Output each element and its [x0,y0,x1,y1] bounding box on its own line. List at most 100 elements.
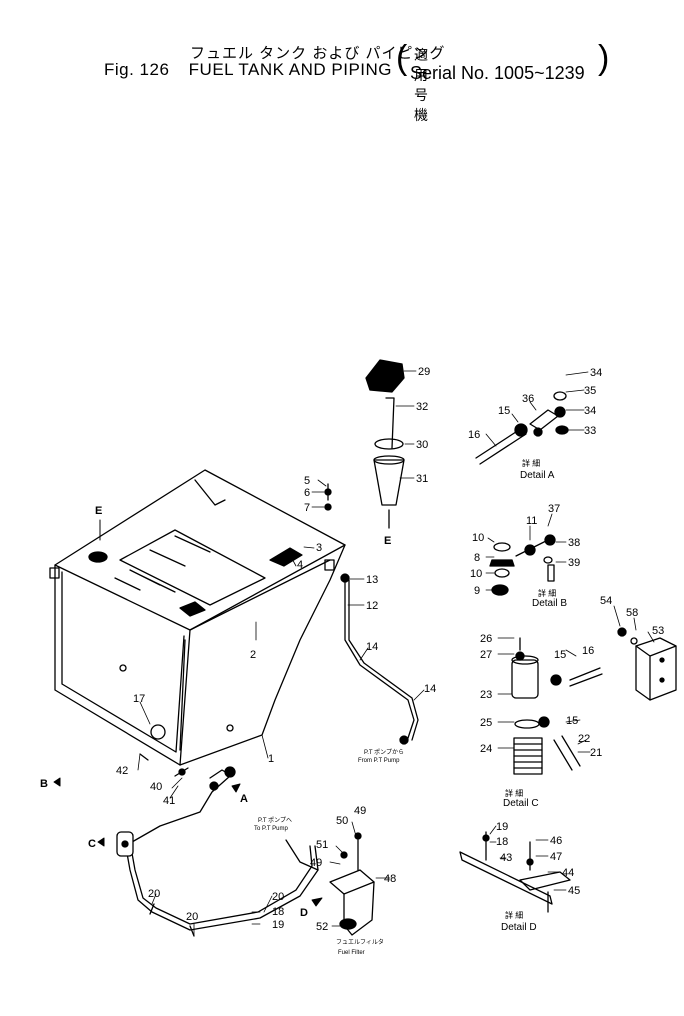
part-25-label: 25 [480,717,492,729]
serial-number: Serial No. 1005~1239 [410,63,585,83]
part-4-label: 4 [297,559,303,571]
detail-c-jp: 詳 細 [505,788,523,798]
detail-c-caption: Detail C [503,798,539,809]
part-21-label: 21 [590,747,602,759]
part-11-label: 11 [526,515,537,527]
detail-b-caption: Detail B [532,598,567,609]
detail-a-drawing [475,391,569,465]
part-34a-label: 34 [590,367,602,379]
detail-c-drawing [511,637,603,775]
flow-notes: P.T ポンプから From P.T Pump P.T ポンプへ To P.T … [254,748,404,956]
part-36-label: 36 [522,393,534,405]
drain-parts [139,753,233,791]
fuel-filter-jp: フュエルフィルタ [336,938,384,946]
ref-letter-e-tank: E [95,505,102,517]
fuel-filter-assembly [329,832,375,936]
part-41-label: 41 [163,795,175,807]
part-12-label: 12 [366,600,378,612]
part-15b-label: 15 [554,649,566,661]
part-number-labels: 29 32 30 31 5 6 7 4 3 13 12 14 14 2 1 17… [116,366,664,933]
ref-letter-e-pipe: E [384,535,391,547]
part-6-label: 6 [304,487,310,499]
detail-d-drawing [459,831,571,913]
bracket-parts [617,627,677,701]
part-34b-label: 34 [584,405,596,417]
part-29-label: 29 [418,366,430,378]
part-48-label: 48 [384,873,396,885]
reference-letters: E E A B C D [40,505,391,919]
part-38-label: 38 [568,537,580,549]
part-3-label: 3 [316,542,322,554]
to-pt-pump-en: To P.T Pump [254,826,288,832]
bolts-5-6-7 [324,483,332,511]
part-17-label: 17 [133,693,145,705]
part-18b-label: 18 [496,836,508,848]
part-19a-label: 19 [272,919,284,931]
detail-a-jp: 詳 細 [522,458,540,468]
supply-piping [116,775,319,937]
japanese-title: フュエル タンク および パイピング [190,45,446,62]
detail-d-caption: Detail D [501,922,537,933]
figure-number: Fig. 126 [104,60,170,79]
part-13-label: 13 [366,574,378,586]
close-paren: ) [598,39,610,77]
view-arrows [53,519,323,907]
part-7-label: 7 [304,502,310,514]
english-title: FUEL TANK AND PIPING [188,60,393,79]
to-pt-pump-jp: P.T ポンプへ [258,816,292,824]
part-8-label: 8 [474,552,480,564]
figure-title: Fig. 126 FUEL TANK AND PIPING [104,60,392,80]
fuel-tank-drawing [49,469,346,778]
part-39-label: 39 [568,557,580,569]
part-5-label: 5 [304,475,310,487]
part-53-label: 53 [652,625,664,637]
part-54-label: 54 [600,595,612,607]
part-19b-label: 19 [496,821,508,833]
part-50-label: 50 [336,815,348,827]
filler-gauge-parts [365,359,405,529]
part-22-label: 22 [578,733,590,745]
part-15a-label: 15 [498,405,510,417]
part-44-label: 44 [562,867,574,879]
part-1-label: 1 [268,753,274,765]
part-14a-label: 14 [366,641,378,653]
from-pt-pump-jp: P.T ポンプから [364,748,404,756]
ref-letter-c: C [88,838,96,850]
part-10b-label: 10 [470,568,482,580]
part-16a-label: 16 [468,429,480,441]
part-2-label: 2 [250,649,256,661]
part-16b-label: 16 [582,645,594,657]
fuel-filter-en: Fuel Filter [338,950,365,956]
detail-a-caption: Detail A [520,470,555,481]
part-51-label: 51 [316,839,328,851]
part-46-label: 46 [550,835,562,847]
part-9-label: 9 [474,585,480,597]
ref-letter-b: B [40,778,48,790]
detail-captions: 詳 細 Detail A 詳 細 Detail B 詳 細 Detail C 詳… [501,458,567,933]
part-26-label: 26 [480,633,492,645]
ref-letter-d: D [300,907,308,919]
part-42-label: 42 [116,765,128,777]
part-30-label: 30 [416,439,428,451]
part-32-label: 32 [416,401,428,413]
part-45-label: 45 [568,885,580,897]
part-31-label: 31 [416,473,428,485]
open-paren: ( [396,39,408,77]
part-49b-label: 49 [310,857,322,869]
part-27-label: 27 [480,649,492,661]
part-20c-label: 20 [272,891,284,903]
part-20a-label: 20 [148,888,160,900]
detail-b-jp: 詳 細 [538,588,556,598]
leader-lines [137,370,655,937]
part-35-label: 35 [584,385,596,397]
part-23-label: 23 [480,689,492,701]
part-14b-label: 14 [424,683,436,695]
part-49a-label: 49 [354,805,366,817]
detail-b-drawing [489,534,556,596]
part-52-label: 52 [316,921,328,933]
part-20b-label: 20 [186,911,198,923]
return-hose [340,573,419,745]
part-40-label: 40 [150,781,162,793]
part-37-label: 37 [548,503,560,515]
